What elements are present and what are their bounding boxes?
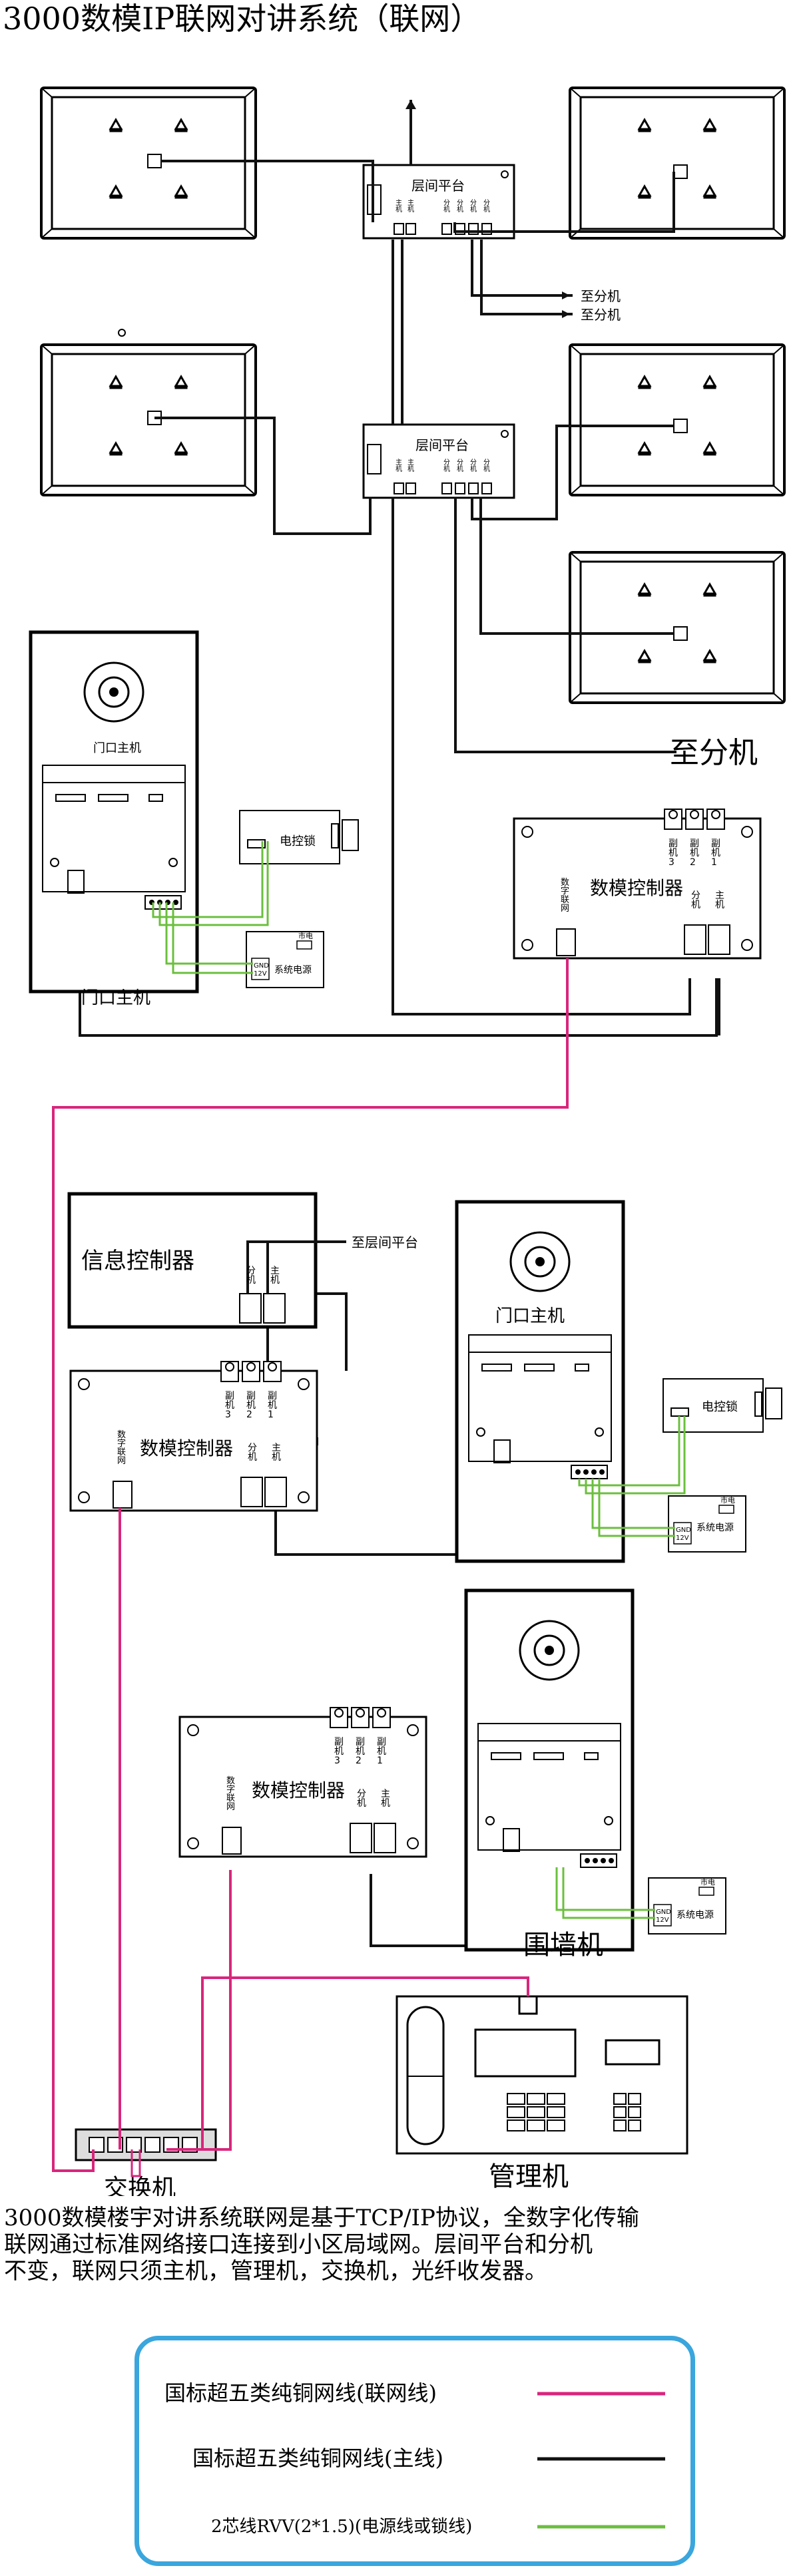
legend-label-net: 国标超五类纯铜网线(联网线) [164,2380,437,2406]
info-controller-label: 信息控制器 [81,1248,194,1274]
info-controller-main-label: 主机 [270,1266,280,1286]
controller-1-sub-label: 分机 [691,890,700,910]
floor-platform-2 [362,423,515,499]
controller-1-main-label: 主机 [715,890,724,910]
legend-label-power: 2芯线RVV(2*1.5)(电源线或锁线) [211,2517,472,2537]
to-sub-label-1: 至分机 [581,288,621,304]
to-floor-platform-label: 至层间平台 [352,1234,418,1250]
power-12v-1: 12V [254,970,267,978]
platform-1-sub-port-label: 分机 [457,199,463,214]
controller-1-net-label: 数字联网 [561,878,569,914]
switch-caption: 交换机 [104,2175,176,2196]
power-supply-1-label: 系统电源 [274,965,312,976]
power-gnd-2: GND [676,1527,691,1534]
platform-2-sub-port-label: 分机 [483,459,490,473]
to-sub-label-2: 至分机 [581,307,621,323]
info-controller-sub-label: 分机 [246,1266,256,1286]
controller-2-main-label: 主机 [272,1443,281,1463]
electric-lock-2-label: 电控锁 [702,1400,738,1414]
power-ac-3: 市电 [700,1877,715,1887]
power-12v-3: 12V [656,1917,669,1924]
power-supply-2-label: 系统电源 [696,1523,734,1533]
legend-label-main: 国标超五类纯铜网线(主线) [192,2446,443,2471]
power-12v-2: 12V [676,1535,689,1542]
page-title: 3000数模IP联网对讲系统（联网） [3,1,481,37]
to-sub-big-label: 至分机 [670,736,758,770]
power-gnd-3: GND [656,1909,671,1916]
floor-platform-1-label: 层间平台 [411,178,465,194]
door-host-2-caption: 门口主机 [495,1306,565,1326]
controller-2-net-label: 数字联网 [117,1430,126,1466]
manager-caption: 管理机 [489,2161,569,2192]
controller-3-sub-label: 分机 [357,1789,366,1809]
controller-3-main-label: 主机 [381,1789,390,1809]
floor-platform-2-label: 层间平台 [415,437,469,453]
door-host-1-panel-label: 门口主机 [93,741,141,755]
power-supply-3-label: 系统电源 [676,1910,714,1921]
platform-1-host-port-label: 主机 [407,199,414,214]
legend: 国标超五类纯铜网线(联网线) 国标超五类纯铜网线(主线) 2芯线RVV(2*1.… [134,2336,695,2566]
floor-platform-1 [362,164,515,240]
wiring-diagram: 层间平台 层间平台 至分机 至分机 门口主机 门口主机 至分机 电控锁 系统电源… [0,87,786,2196]
platform-1-host-port-label: 主机 [396,199,402,214]
digital-controller-3-label: 数模控制器 [252,1779,345,1801]
platform-1-sub-port-label: 分机 [483,199,490,214]
controller-2-sub-label: 分机 [248,1443,257,1463]
digital-controller-1-label: 数模控制器 [590,877,683,899]
door-host-1-caption: 门口主机 [81,988,150,1008]
platform-2-host-port-label: 主机 [396,459,402,473]
system-description: 3000数模楼宇对讲系统联网是基于TCP/IP协议，全数字化传输 联网通过标准网… [4,2205,639,2285]
power-gnd-1: GND [254,962,269,970]
platform-1-sub-port-label: 分机 [443,199,450,214]
power-ac-2: 市电 [720,1495,735,1505]
wall-host-caption: 围墙机 [523,1930,603,1960]
power-ac-1: 市电 [298,931,313,940]
controller-3-net-label: 数字联网 [226,1776,235,1812]
digital-controller-2 [69,1360,318,1512]
indoor-monitor-2 [569,87,786,240]
platform-2-sub-port-label: 分机 [443,459,450,473]
platform-2-sub-port-label: 分机 [457,459,463,473]
platform-1-sub-port-label: 分机 [470,199,477,214]
digital-controller-2-label: 数模控制器 [140,1437,233,1459]
platform-2-sub-port-label: 分机 [470,459,477,473]
electric-lock-1-label: 电控锁 [280,834,316,848]
wall-host [466,1590,633,1950]
platform-2-host-port-label: 主机 [407,459,414,473]
